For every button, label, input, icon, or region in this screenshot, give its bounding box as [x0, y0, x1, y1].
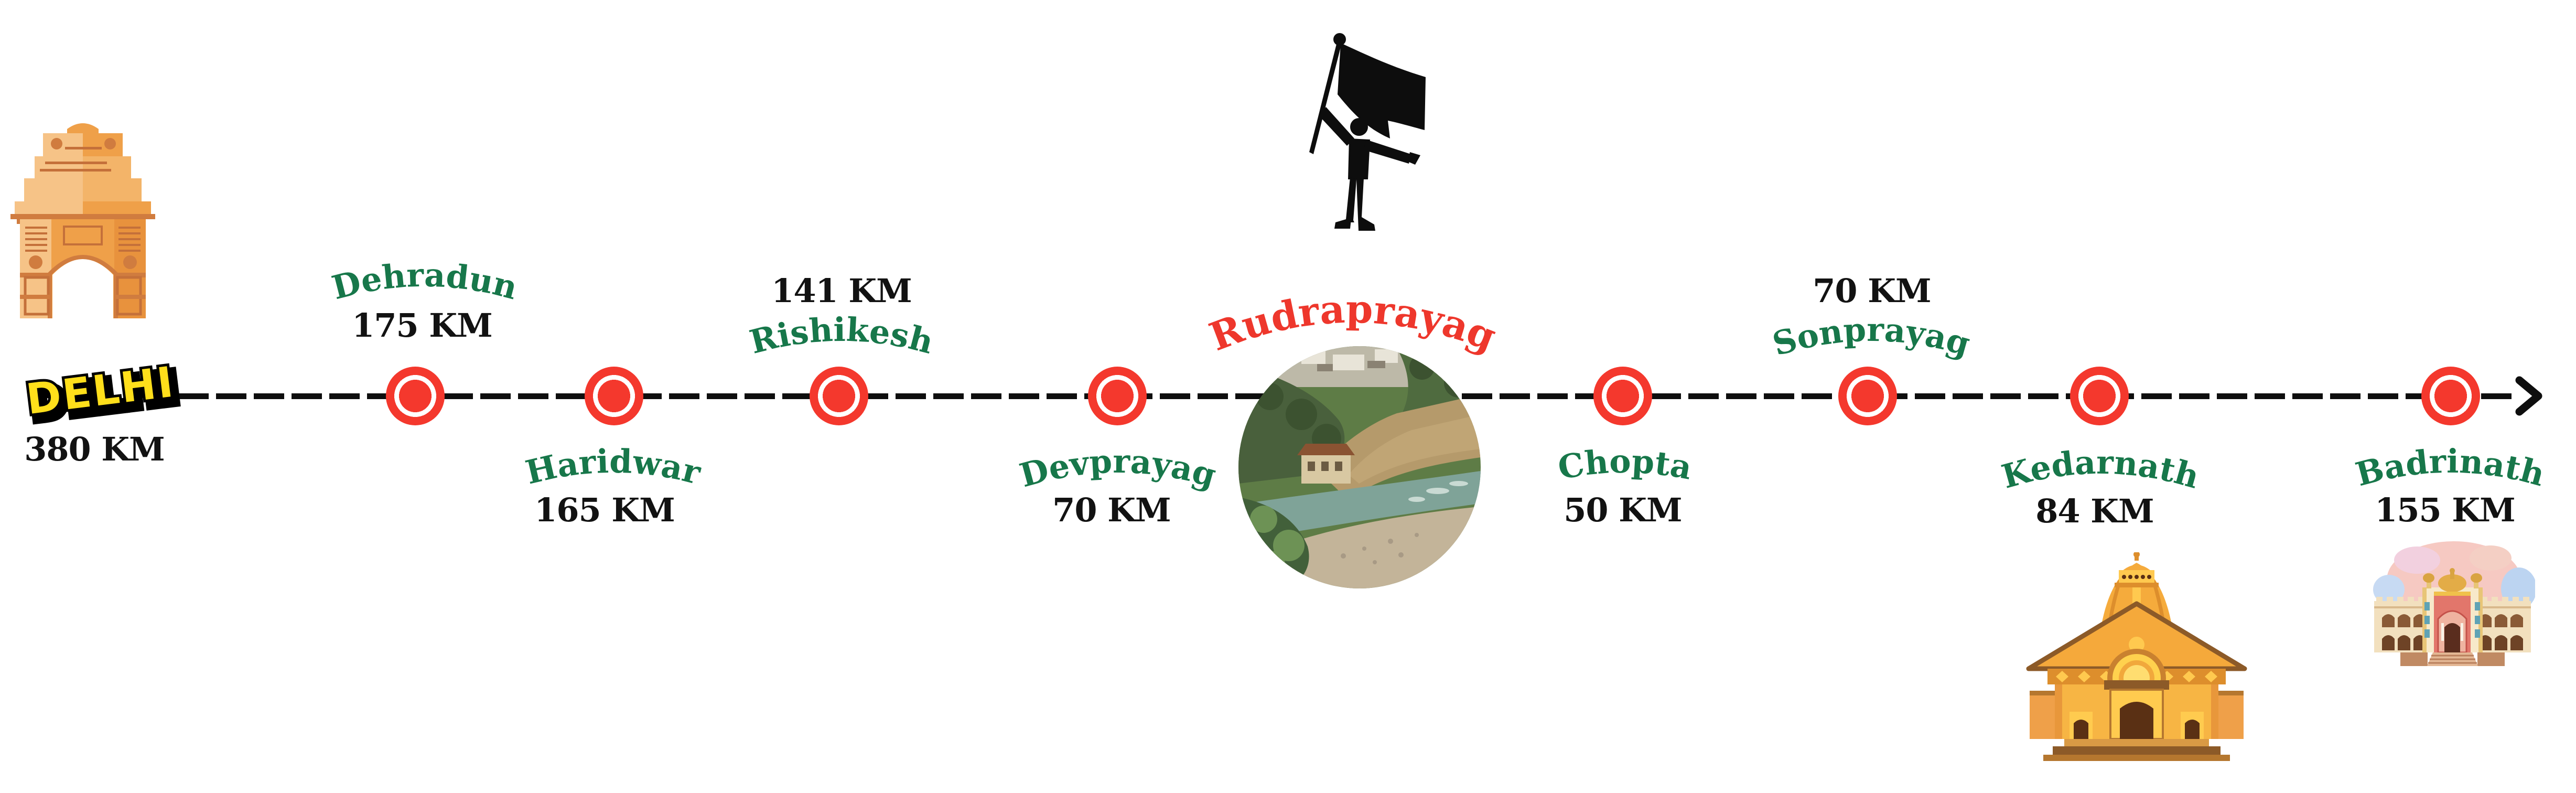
stop-name: Kedarnath — [1998, 443, 2203, 496]
route-marker-devprayag — [1088, 367, 1147, 425]
route-marker-haridwar — [585, 367, 643, 425]
stop-name: Dehradun — [328, 256, 522, 307]
stop-label-rishikesh: Rishikesh — [746, 310, 937, 361]
svg-text:Rishikesh: Rishikesh — [746, 310, 937, 361]
stop-label-sonprayag: Sonprayag — [1769, 310, 1975, 363]
stop-name: Sonprayag — [1769, 310, 1975, 363]
svg-text:Rudraprayag: Rudraprayag — [1204, 287, 1502, 360]
svg-text:Sonprayag: Sonprayag — [1769, 310, 1975, 363]
arrow-head-icon — [2515, 376, 2542, 416]
stop-name: Haridwar — [522, 442, 705, 492]
kedarnath-temple-illustration — [2026, 552, 2247, 761]
stop-name: Rishikesh — [746, 310, 937, 361]
stop-name: Chopta — [1555, 442, 1695, 487]
stop-distance-kedarnath: 84 KM — [2035, 492, 2154, 530]
route-marker-badrinath — [2421, 367, 2480, 425]
svg-text:Kedarnath: Kedarnath — [1998, 443, 2203, 496]
stop-label-dehradun: Dehradun — [328, 256, 522, 307]
stop-distance-rishikesh: 141 KM — [771, 272, 912, 310]
svg-text:Dehradun: Dehradun — [328, 256, 522, 307]
svg-text:Haridwar: Haridwar — [522, 442, 705, 492]
badrinath-temple-illustration — [2373, 541, 2535, 666]
svg-text:Badrinath: Badrinath — [2352, 442, 2549, 494]
stop-label-rudraprayag: Rudraprayag — [1204, 287, 1502, 360]
stop-name: Devprayag — [1016, 442, 1220, 495]
stop-distance-chopta: 50 KM — [1564, 491, 1682, 529]
flag-bearer-icon — [1309, 33, 1426, 231]
route-marker-sonprayag — [1838, 367, 1897, 425]
rudraprayag-photo — [1238, 346, 1481, 588]
stop-distance-sonprayag: 70 KM — [1813, 272, 1931, 310]
stop-distance-badrinath: 155 KM — [2375, 491, 2516, 529]
stop-label-kedarnath: Kedarnath — [1998, 443, 2203, 496]
stop-label-badrinath: Badrinath — [2352, 442, 2549, 494]
stop-name: Rudraprayag — [1204, 287, 1502, 360]
stop-label-haridwar: Haridwar — [522, 442, 705, 492]
origin-title: DELHI DELHI — [21, 355, 187, 434]
route-marker-rishikesh — [810, 367, 868, 425]
stop-name: Badrinath — [2352, 442, 2549, 494]
stop-label-chopta: Chopta — [1555, 442, 1695, 487]
route-marker-chopta — [1593, 367, 1652, 425]
stop-distance-devprayag: 70 KM — [1052, 491, 1171, 529]
stop-distance-haridwar: 165 KM — [534, 491, 675, 529]
svg-text:Devprayag: Devprayag — [1016, 442, 1220, 495]
stop-label-devprayag: Devprayag — [1016, 442, 1220, 495]
route-marker-kedarnath — [2070, 367, 2129, 425]
india-gate-illustration — [10, 123, 155, 318]
stop-distance-dehradun: 175 KM — [352, 306, 493, 345]
svg-text:Chopta: Chopta — [1555, 442, 1695, 487]
origin-distance: 380 KM — [24, 430, 165, 468]
route-marker-dehradun — [386, 367, 445, 425]
